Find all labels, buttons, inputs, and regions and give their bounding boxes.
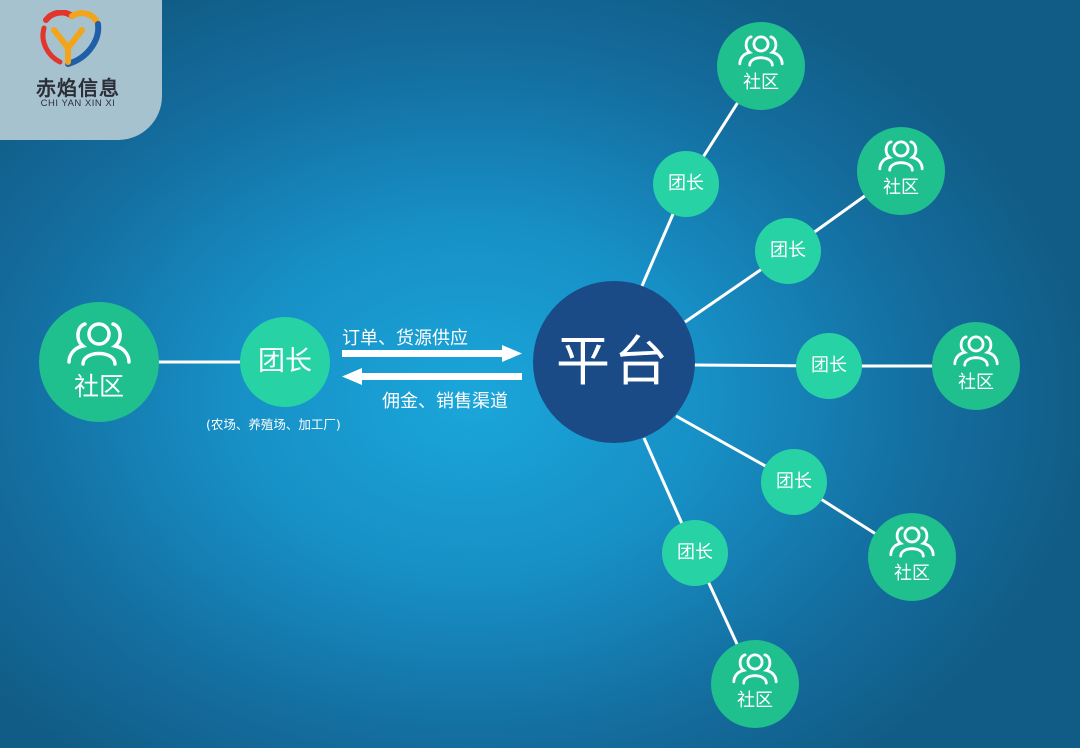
people-group-icon: [738, 35, 784, 67]
community-label: 社区: [737, 690, 773, 711]
people-group-icon: [953, 335, 999, 367]
flow-label-from-platform: 佣金、销售渠道: [382, 391, 508, 412]
community-node-left: 社区: [39, 302, 159, 422]
community-node-4: 社区: [868, 513, 956, 601]
brand-name-en: CHI YAN XIN XI: [40, 98, 116, 109]
brand-name-cn: 赤焰信息: [36, 76, 120, 100]
platform-node: 平台: [533, 281, 695, 443]
community-node-5: 社区: [711, 640, 799, 728]
people-group-icon: [878, 140, 924, 172]
leader-label: 团长: [811, 355, 847, 376]
leader-label: 团长: [776, 471, 812, 492]
community-node-2: 社区: [857, 127, 945, 215]
flow-label-to-platform: 订单、货源供应: [342, 328, 468, 349]
leader-label: 团长: [258, 346, 312, 377]
leader-node-3: 团长: [796, 333, 862, 399]
platform-label: 平台: [556, 330, 672, 393]
people-group-icon: [67, 322, 131, 366]
leader-label: 团长: [770, 240, 806, 261]
leader-label: 团长: [677, 542, 713, 563]
leader-node-1: 团长: [653, 151, 719, 217]
community-node-3: 社区: [932, 322, 1020, 410]
arrow-from-platform: [342, 368, 522, 385]
community-node-1: 社区: [717, 22, 805, 110]
brand-logo-icon: [40, 10, 102, 67]
community-label: 社区: [894, 563, 930, 584]
community-label: 社区: [958, 372, 994, 393]
leader-node-5: 团长: [662, 520, 728, 586]
community-label: 社区: [743, 72, 779, 93]
community-label: 社区: [883, 177, 919, 198]
leader-node-2: 团长: [755, 218, 821, 284]
leader-note: (农场、养殖场、加工厂): [206, 417, 341, 432]
people-group-icon: [732, 653, 778, 685]
community-label: 社区: [73, 372, 124, 401]
arrow-to-platform: [342, 345, 522, 362]
brand-panel: 赤焰信息 CHI YAN XIN XI: [0, 0, 162, 140]
people-group-icon: [889, 526, 935, 558]
leader-node-4: 团长: [761, 449, 827, 515]
leader-node-left: 团长: [240, 317, 330, 407]
leader-label: 团长: [668, 173, 704, 194]
